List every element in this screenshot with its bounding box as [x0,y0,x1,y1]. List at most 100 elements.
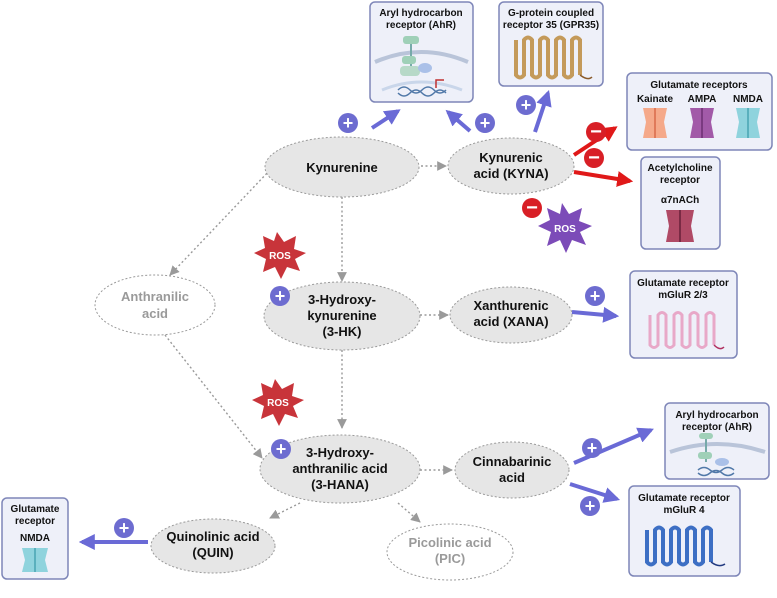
plus-badge-xana: + [585,286,605,306]
node-quin: Quinolinic acid (QUIN) [150,518,276,574]
label-cinnabarinic-1: Cinnabarinic [473,454,552,469]
receptor-mglur4: Glutamate receptor mGluR 4 [628,485,741,577]
node-kynurenine: Kynurenine [264,136,420,198]
node-cinnabarinic: Cinnabarinic acid [454,441,570,499]
ach-subtype: α7nACh [661,195,699,206]
label-anthranilic-2: acid [142,306,168,321]
plus-sign: + [585,496,596,516]
ros-burst-kyna: ROS [538,203,592,253]
ros-label-3hk: ROS [269,251,291,262]
label-3hana-3: (3-HANA) [311,477,369,492]
node-xana: Xanthurenic acid (XANA) [449,286,573,344]
receptor-glutamate-ionotropic: Glutamate receptors Kainate AMPA NMDA [626,72,773,151]
nmda-channel-icon [736,108,760,138]
label-pic-2: (PIC) [435,551,465,566]
label-quin-1: Quinolinic acid [166,529,259,544]
minus-badges: − − − [522,121,606,219]
receptor-nmda-left: Glutamate receptor NMDA [1,497,69,580]
label-3hana-1: 3-Hydroxy- [306,445,374,460]
minus-badge-kyna-glut: − [586,121,606,143]
receptor-gpr35: G-protein coupled receptor 35 (GPR35) [498,1,604,87]
ach-title-1: Acetylcholine [647,163,712,174]
node-3hana: 3-Hydroxy- anthranilic acid (3-HANA) [259,434,421,504]
gpr35-title-2: receptor 35 (GPR35) [503,20,599,31]
label-3hk-3: (3-HK) [323,324,362,339]
label-kynurenine: Kynurenine [306,160,378,175]
arrow-3hana-to-pic [397,502,421,523]
nmda-left-channel-icon [22,548,48,572]
ahr-top-title-1: Aryl hydrocarbon [379,8,462,19]
arrow-kyna-inhibits-ach [573,170,634,187]
mglur4-title-1: Glutamate receptor [638,493,730,504]
plus-badge-cinnabarinic-mglur4: + [580,496,600,516]
receptor-ahr-bottom: Aryl hydrocarbon receptor (AhR) [664,402,770,480]
label-cinnabarinic-2: acid [499,470,525,485]
receptor-ahr-top: Aryl hydrocarbon receptor (AhR) [369,1,474,103]
minus-sign: − [526,197,538,219]
gpcr-icon [514,35,593,80]
plus-badge-kyna-ahr: + [475,113,495,133]
arrow-cinnabarinic-activates-mglur4 [569,482,621,503]
arrow-anthranilic-to-3hana [164,334,263,459]
mglur23-gpcr-icon [648,311,725,350]
ros-label-3hana: ROS [267,398,289,409]
ampa-channel-icon [690,108,714,138]
mglur4-gpcr-icon [645,525,726,567]
node-kyna: Kynurenic acid (KYNA) [447,137,575,195]
glut-title: Glutamate receptors [650,80,748,91]
activation-arrows [78,89,654,550]
label-pic-1: Picolinic acid [408,535,491,550]
minus-sign: − [590,121,602,143]
pathway-arrows [164,161,453,523]
label-xana-2: acid (XANA) [473,314,548,329]
plus-sign: + [521,95,532,115]
plus-badge-quin: + [114,518,134,538]
ros-burst-3hana: ROS [252,379,304,426]
nachr-channel-icon [666,210,694,242]
label-3hana-2: anthranilic acid [292,461,387,476]
plus-badge-cinnabarinic-ahr: + [582,438,602,458]
nmda-left-title-2: receptor [15,516,55,527]
gpr35-title-1: G-protein coupled [508,8,594,19]
arrow-kyna-activates-ahr [445,109,472,133]
mglur4-title-2: mGluR 4 [663,505,705,516]
plus-sign: + [587,438,598,458]
plus-badge-3hana: + [271,439,291,459]
ahr-bottom-icon [669,433,766,477]
arrow-cinnabarinic-activates-ahr [573,427,654,465]
ros-label-kyna: ROS [554,224,576,235]
glut-ampa-label: AMPA [688,94,717,105]
mglur23-title-2: mGluR 2/3 [658,290,708,301]
node-3hk: 3-Hydroxy- kynurenine (3-HK) [263,281,421,351]
ahr-bottom-title-2: receptor (AhR) [682,422,752,433]
node-anthranilic: Anthranilic acid [94,274,216,336]
kainate-channel-icon [643,108,667,138]
plus-badge-kyna-gpr35: + [516,95,536,115]
plus-sign: + [480,113,491,133]
arrow-kyna-activates-gpr35 [533,89,552,133]
nmda-left-title-1: Glutamate [11,504,60,515]
plus-sign: + [343,113,354,133]
mglur23-title-1: Glutamate receptor [637,278,729,289]
ahr-bottom-title-1: Aryl hydrocarbon [675,410,758,421]
label-kyna-2: acid (KYNA) [473,166,548,181]
node-pic: Picolinic acid (PIC) [386,523,514,581]
plus-badge-kyn-ahr: + [338,113,358,133]
minus-badge-ros: − [522,197,542,219]
ach-title-2: receptor [660,175,700,186]
receptor-mglur23: Glutamate receptor mGluR 2/3 [629,270,738,359]
label-kyna-1: Kynurenic [479,150,543,165]
label-anthranilic-1: Anthranilic [121,289,189,304]
arrow-xana-activates-mglur23 [571,306,620,323]
label-3hk-2: kynurenine [307,308,376,323]
ros-burst-3hk: ROS [254,232,306,279]
arrow-kyn-to-anthranilic [169,169,271,276]
plus-sign: + [119,518,130,538]
glut-nmda-label: NMDA [733,94,763,105]
plus-sign: + [590,286,601,306]
nmda-left-subtype: NMDA [20,533,50,544]
arrow-3hana-to-quin [269,502,301,519]
plus-badge-3hk: + [270,286,290,306]
label-xana-1: Xanthurenic [473,298,548,313]
